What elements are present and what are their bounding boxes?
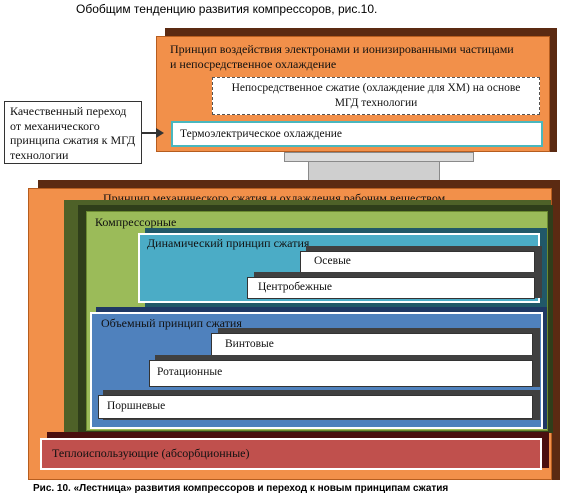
screw-box: Винтовые: [211, 333, 533, 356]
callout-arrow-head: [156, 128, 164, 138]
centrifugal-label: Центробежные: [258, 281, 332, 293]
thermoelectric-box: Термоэлектрическое охлаждение: [171, 121, 543, 147]
centrifugal-box: Центробежные: [247, 277, 535, 299]
axial-box: Осевые: [300, 251, 535, 274]
axial-label: Осевые: [314, 255, 351, 267]
callout-arrow-line: [140, 132, 160, 134]
heat-block: Теплоиспользующие (абсорбционные): [40, 438, 542, 470]
screw-label: Винтовые: [225, 338, 274, 350]
compressor-block-title: Компрессорные: [95, 215, 177, 229]
top-block-title: Принцип воздействия электронами и ионизи…: [170, 42, 514, 71]
rotary-box: Ротационные: [149, 360, 533, 387]
pedestal-top: [284, 152, 474, 162]
callout-box: Качественный переход от механического пр…: [4, 101, 142, 164]
mhd-direct-compression-box: Непосредственное сжатие (охлаждение для …: [212, 77, 540, 115]
callout-text: Качественный переход от механического пр…: [10, 104, 136, 162]
piston-box: Поршневые: [98, 395, 533, 419]
piston-label: Поршневые: [107, 400, 166, 412]
rotary-label: Ротационные: [157, 366, 223, 378]
heat-label: Теплоиспользующие (абсорбционные): [52, 446, 250, 460]
dynamic-block-title: Динамический принцип сжатия: [147, 236, 310, 250]
header-text: Обобщим тенденцию развития компрессоров,…: [76, 2, 378, 16]
thermoelectric-label: Термоэлектрическое охлаждение: [180, 128, 343, 140]
figure-caption: Рис. 10. «Лестница» развития компрессоро…: [33, 483, 449, 494]
volumetric-block-title: Объемный принцип сжатия: [101, 316, 242, 330]
mhd-direct-compression-label: Непосредственное сжатие (охлаждение для …: [231, 82, 521, 109]
